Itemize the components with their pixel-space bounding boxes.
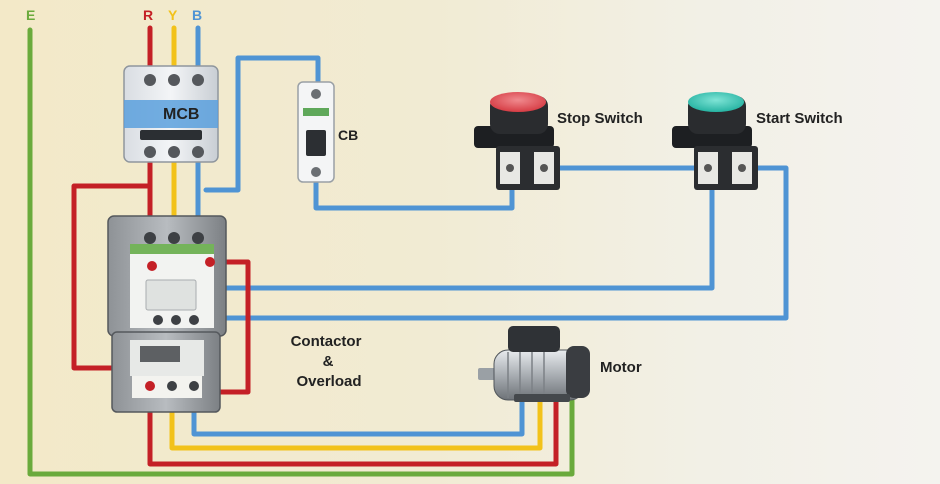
start-to-coil-wire xyxy=(197,183,715,291)
earth-wire xyxy=(27,27,575,477)
red-coil-loop-wire xyxy=(193,259,251,395)
blue-motor-wire xyxy=(191,393,525,437)
contactor-overload-label: Contactor & Overload xyxy=(291,333,362,390)
start-switch-label: Start Switch xyxy=(756,110,843,127)
start-holding-wire xyxy=(203,165,789,321)
cb-to-stop-wire xyxy=(313,173,515,211)
contactor-label-line2: & xyxy=(323,353,334,370)
blue-phase-label: B xyxy=(192,7,202,23)
yellow-motor-wire xyxy=(169,393,543,451)
contactor-label-line3: Overload xyxy=(296,373,361,390)
stop-switch-label: Stop Switch xyxy=(557,110,643,127)
motor-label: Motor xyxy=(600,359,642,376)
start-button-icon xyxy=(688,92,744,112)
red-phase-label: R xyxy=(143,7,153,23)
start-switch: Start Switch xyxy=(672,92,843,190)
motor: Motor xyxy=(478,326,642,402)
stop-switch: Stop Switch xyxy=(474,92,643,190)
red-control-loop-wire xyxy=(71,183,153,371)
circuit-breaker: CB xyxy=(297,81,358,183)
stop-button-icon xyxy=(490,92,546,112)
earth-phase-label: E xyxy=(26,7,35,23)
blue-mcb-to-cb-wire xyxy=(203,55,321,193)
red-motor-wire xyxy=(147,393,559,467)
yellow-phase-label: Y xyxy=(168,7,178,23)
cb-label: CB xyxy=(338,127,358,143)
mcb: MCB xyxy=(123,65,219,163)
overload-relay xyxy=(111,331,221,413)
mcb-label: MCB xyxy=(163,106,199,123)
contactor-label-line1: Contactor xyxy=(291,333,362,350)
contactor xyxy=(107,215,227,337)
